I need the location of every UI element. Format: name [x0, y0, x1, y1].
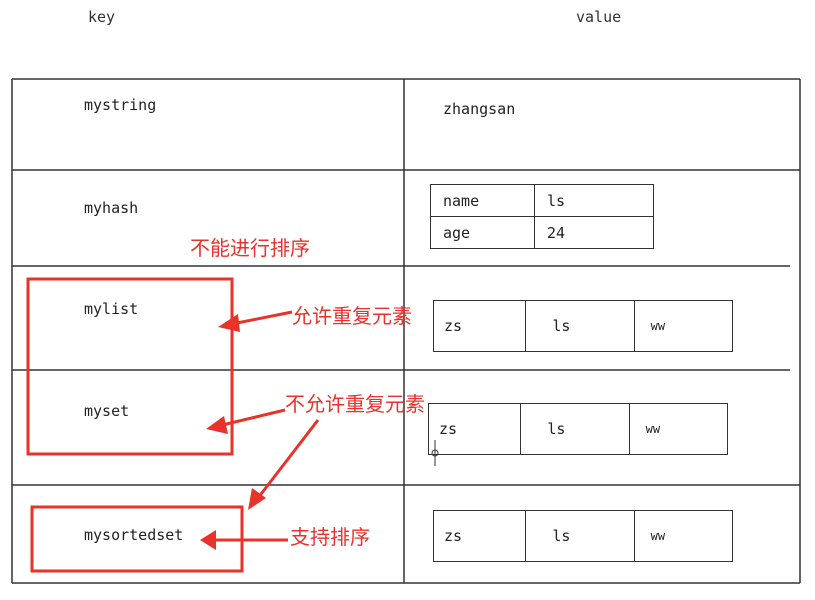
zset-annotation: 支持排序	[290, 525, 370, 549]
zset-element: zs	[434, 511, 527, 561]
cursor-dot	[431, 449, 439, 457]
value-mystring: zhangsan	[443, 100, 516, 118]
key-mystring: mystring	[84, 96, 157, 114]
hash-annotation: 不能进行排序	[190, 236, 310, 260]
zset-element: ww	[650, 529, 666, 543]
value-header: value	[576, 8, 622, 26]
value-mysortedset-box: zs ls ww	[433, 510, 733, 562]
set-arrow	[217, 408, 286, 428]
set-annotation: 不允许重复元素	[285, 392, 425, 416]
key-mysortedset: mysortedset	[84, 526, 184, 544]
zset-element: ls	[526, 511, 635, 561]
key-mylist: mylist	[84, 300, 139, 318]
set-to-zset-arrowhead	[248, 488, 266, 510]
list-arrowhead	[218, 314, 240, 332]
set-element: ls	[521, 404, 630, 454]
hash-value: 24	[534, 216, 654, 249]
set-to-zset-arrow	[256, 419, 320, 499]
zset-arrowhead	[200, 530, 216, 550]
hash-field: age	[430, 216, 535, 249]
value-mylist-box: zs ls ww	[433, 300, 733, 352]
list-annotation: 允许重复元素	[292, 304, 412, 328]
set-element: zs	[429, 404, 522, 454]
value-myhash-table: name ls age 24	[430, 184, 654, 249]
hash-value: ls	[534, 184, 654, 217]
hash-entry-row: name ls	[430, 184, 654, 217]
list-element: zs	[434, 301, 527, 351]
hash-field: name	[430, 184, 535, 217]
hash-entry-row: age 24	[430, 216, 654, 249]
set-element: ww	[645, 422, 661, 436]
value-myset-box: zs ls ww	[428, 403, 728, 455]
set-arrowhead	[206, 416, 228, 434]
list-element: ww	[650, 319, 666, 333]
key-myhash: myhash	[84, 199, 139, 217]
key-header: key	[88, 8, 116, 26]
list-arrow	[231, 310, 293, 326]
list-set-highlight-box	[26, 277, 234, 456]
key-myset: myset	[84, 402, 130, 420]
list-element: ls	[526, 301, 635, 351]
